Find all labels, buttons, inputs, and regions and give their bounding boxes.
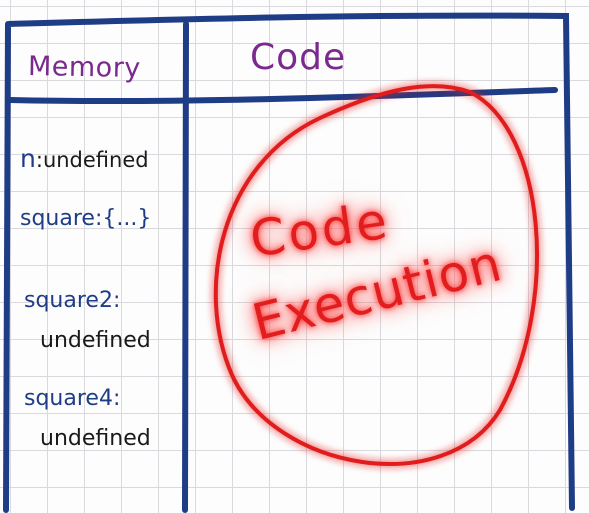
memory-column-heading: Memory [27, 51, 142, 84]
memory-entry-n: n:undefined [20, 146, 149, 171]
memory-entry-square: square:{...} [20, 206, 152, 231]
memory-entry-square2-value: undefined [40, 328, 151, 353]
memory-entry-n-name: n [20, 144, 36, 173]
column-divider [181, 21, 190, 513]
memory-entry-square4-value: undefined [40, 426, 151, 451]
highlight-ellipse [213, 84, 539, 466]
code-column-heading: Code [250, 37, 347, 78]
memory-entry-n-separator: : [35, 148, 43, 172]
memory-entry-square4-name: square4: [24, 386, 121, 411]
header-divider [7, 87, 558, 105]
memory-entry-square2-name: square2: [24, 288, 121, 313]
memory-entry-n-value: undefined [42, 148, 149, 172]
table-frame [3, 12, 575, 513]
